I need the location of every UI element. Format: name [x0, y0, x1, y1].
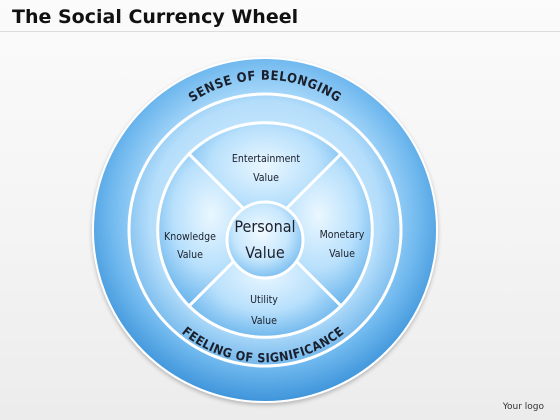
monetary-value-line1: Monetary — [320, 229, 365, 241]
personal-value-line1: Personal — [234, 217, 295, 236]
segment-right — [262, 151, 374, 309]
personal-value-line2: Value — [245, 243, 285, 262]
segment-bottom — [186, 227, 344, 339]
knowledge-value-line2: Value — [177, 249, 203, 261]
utility-value-line2: Value — [251, 315, 277, 327]
knowledge-value-line1: Knowledge — [164, 231, 216, 243]
title-divider — [0, 31, 560, 32]
segment-left — [156, 151, 268, 309]
entertainment-value-line1: Entertainment — [232, 153, 300, 165]
logo-placeholder: Your logo — [502, 402, 544, 412]
monetary-value-line2: Value — [329, 248, 355, 260]
segment-top — [186, 121, 344, 233]
utility-value-line1: Utility — [250, 294, 278, 306]
segments-group — [156, 121, 374, 339]
page-title: The Social Currency Wheel — [12, 6, 299, 28]
entertainment-value-line2: Value — [253, 172, 279, 184]
center-circle — [225, 200, 305, 280]
